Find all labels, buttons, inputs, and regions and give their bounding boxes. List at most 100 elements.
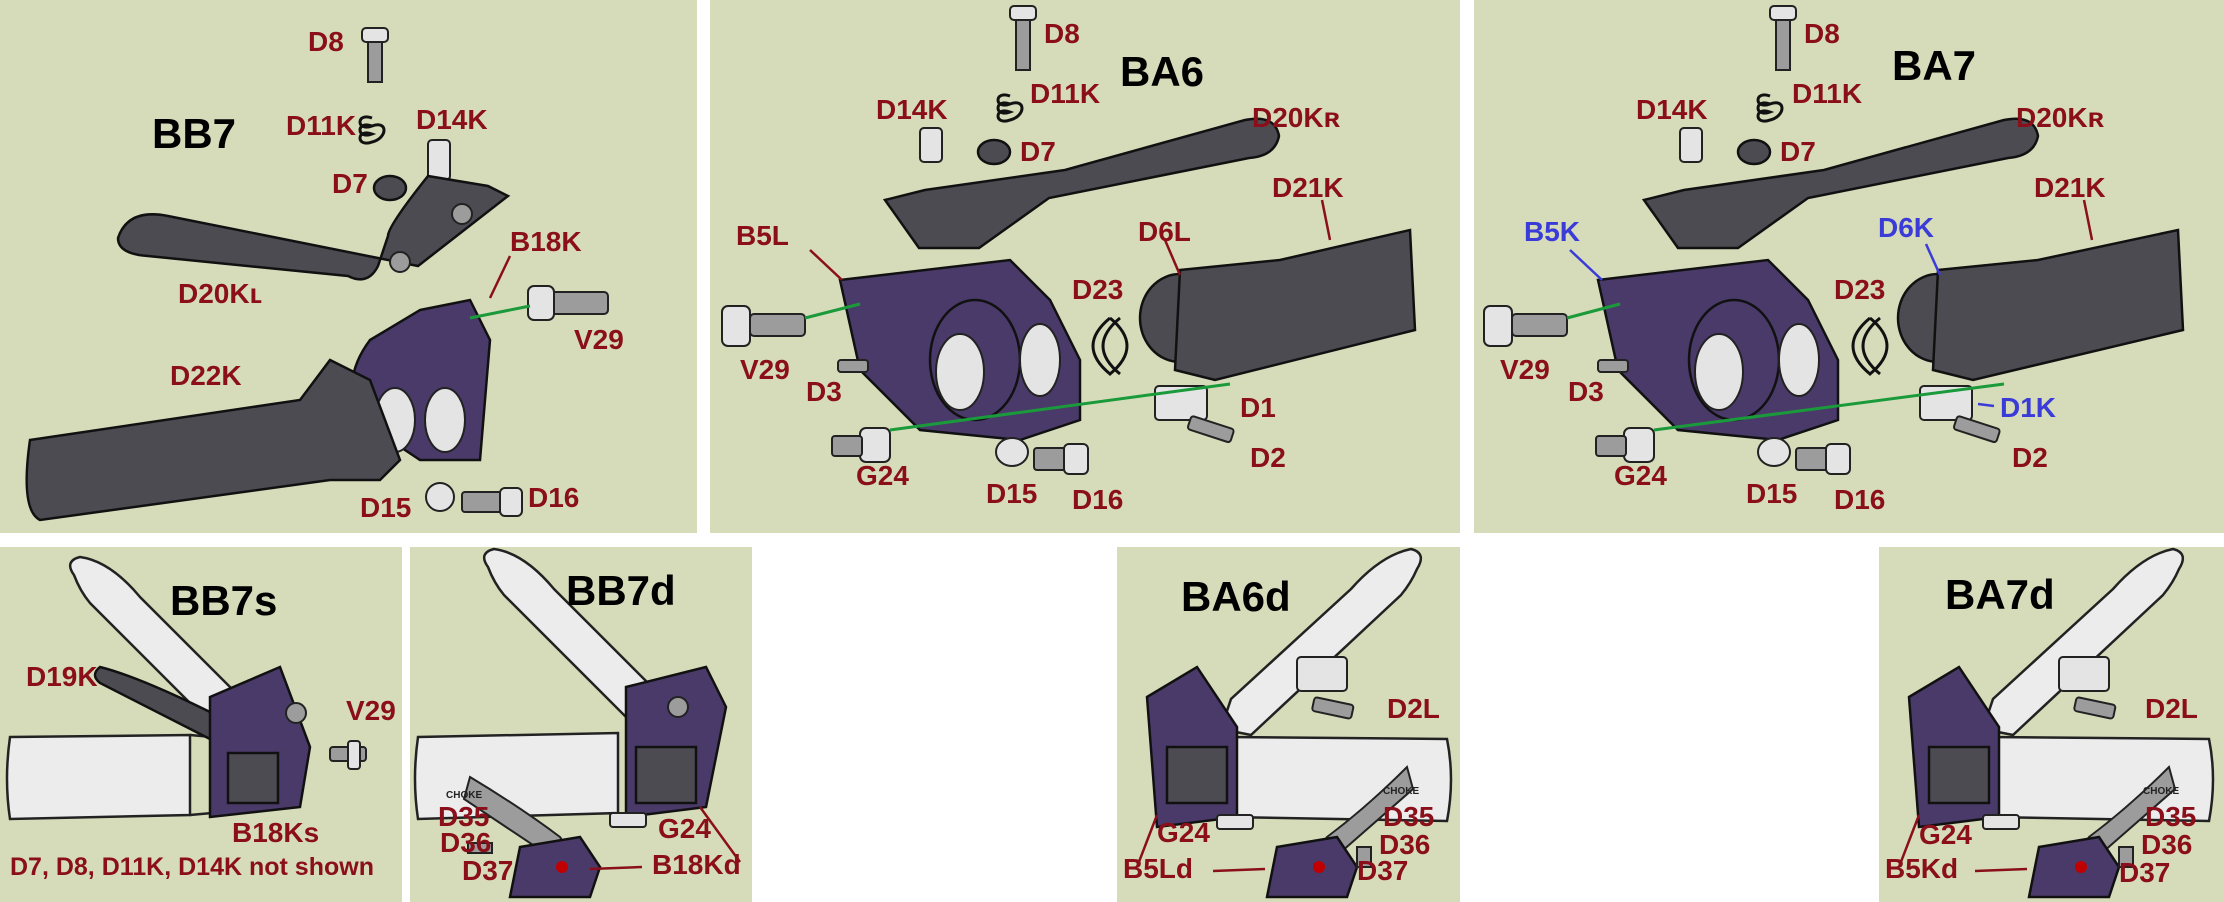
d36-screw-icon [467,842,493,854]
d37-body-icon [1265,835,1359,899]
label-d2l: D2L [2145,693,2198,724]
label-d1k: D1K [2000,392,2057,423]
panel-ba6: BA6 D8 D14K D11K D7 D20Kʀ D21K B5L D6L D… [710,0,1460,533]
ba6-drawing [721,5,1417,475]
ba7d-title: BA7d [1945,571,2055,618]
bb7d-drawing [413,547,742,899]
ba6-title: BA6 [1120,48,1205,95]
panel-ba7d: BA7d D2L CHOKE G24 D35 D36 B5Kd D37 [1879,547,2224,902]
label-b5kd: B5Kd [1885,853,1959,884]
brake-lever-icon [1981,547,2185,737]
label-d35: D35 [2145,801,2197,832]
d8-screw-icon [1769,5,1797,71]
label-d23: D23 [1072,274,1124,305]
bb7d-title: BB7d [566,567,676,614]
d22k-grip-icon [25,358,402,522]
label-d1: D1 [1240,392,1276,423]
label-d21k: D21K [1272,172,1344,203]
label-d8: D8 [1804,18,1840,49]
label-v29: V29 [574,324,624,355]
d14k-clip-icon [919,127,943,163]
label-b5ld: B5Ld [1123,853,1193,884]
label-b5k: B5K [1524,216,1581,247]
handlebar-grip-icon [5,733,192,821]
d20kl-lever-icon [116,174,511,281]
choke-text: CHOKE [2143,786,2180,797]
label-d8: D8 [1044,18,1080,49]
d2-screw-icon [1953,415,2001,444]
label-d36: D36 [440,827,492,858]
label-d8: D8 [308,26,344,57]
label-d37: D37 [1357,855,1409,886]
choke-text: CHOKE [446,790,483,801]
label-g24: G24 [658,813,711,844]
g24-adjuster-icon [1595,427,1655,463]
label-b18k: B18K [510,226,582,257]
panel-ba7: BA7 D8 D14K D11K D7 D20Kʀ D21K B5K D6K D… [1474,0,2224,533]
label-d15: D15 [360,492,412,523]
label-d20kl: D20Kʟ [178,278,263,309]
label-d16: D16 [528,482,580,513]
d21k-grip-icon [1931,228,2185,382]
panel-bb7s: BB7s D19K V29 B18Ks D7, D8, D11K, D14K n… [0,547,402,902]
d1-nipple-icon [2058,656,2110,692]
label-d14k: D14K [1636,94,1708,125]
d7-nut-icon [372,174,408,202]
d21k-grip-icon [1173,228,1417,382]
label-v29: V29 [1500,354,1550,385]
note-not-shown: D7, D8, D11K, D14K not shown [10,853,374,881]
label-g24: G24 [1157,817,1210,848]
ba7-drawing [1483,5,2185,475]
d20kr-lever-icon [1641,117,2040,250]
label-d16: D16 [1834,484,1886,515]
bb7s-drawing [5,555,367,821]
g24-adjuster-icon [831,427,891,463]
label-d6l: D6L [1138,216,1191,247]
label-d7: D7 [1020,136,1056,167]
d36-screw-icon [2118,846,2134,868]
label-b5l: B5L [736,220,789,251]
label-d3: D3 [1568,376,1604,407]
v29-adjuster-icon [329,740,367,770]
d11k-spring-icon [1756,93,1784,123]
label-d11k: D11K [1030,78,1101,109]
panel-bb7d: BB7d CHOKE D35 D36 D37 G24 B18Kd [410,547,752,902]
d3-screw-icon [837,359,869,373]
d2-screw-icon [1187,415,1235,444]
d16-screw-icon [1795,443,1851,475]
d14k-clip-icon [1679,127,1703,163]
label-d15: D15 [1746,478,1798,509]
bb7s-title: BB7s [170,577,278,624]
panel-ba6d: BA6d D2L CHOKE D35 G24 D36 B5Ld D37 [1117,547,1460,902]
label-d11k: D11K [1792,78,1863,109]
label-d36: D36 [2141,829,2193,860]
label-d2: D2 [2012,442,2048,473]
label-d23: D23 [1834,274,1886,305]
label-d15: D15 [986,478,1038,509]
label-d22k: D22K [170,360,242,391]
label-d3: D3 [806,376,842,407]
ba6d-title: BA6d [1181,573,1291,620]
label-d20kr: D20Kʀ [1252,102,1340,133]
d23-spring-icon [1091,316,1129,376]
d16-screw-icon [461,487,523,517]
d1-nipple-icon [1154,385,1208,421]
brake-lever-icon [1219,547,1423,737]
d3-screw-icon [1597,359,1629,373]
bb7-title: BB7 [152,110,237,157]
d8-screw-icon [1009,5,1037,71]
label-b18kd: B18Kd [652,849,741,880]
d37-body-icon [508,835,602,899]
label-b18ks: B18Ks [232,817,320,848]
label-v29: V29 [346,695,396,726]
label-d6k: D6K [1878,212,1935,243]
panel-bb7: BB7 D8 D11K D14K D7 B18K D20Kʟ V29 D22K … [0,0,697,533]
d15-bushing-icon [1757,437,1791,467]
d20kr-lever-icon [882,117,1281,250]
label-d37: D37 [462,855,514,886]
choke-text: CHOKE [1383,786,1420,797]
d2l-screw-icon [2073,696,2117,720]
ba7d-drawing [1897,547,2215,899]
d36-screw-icon [1356,846,1372,868]
d2l-screw-icon [1311,696,1355,720]
